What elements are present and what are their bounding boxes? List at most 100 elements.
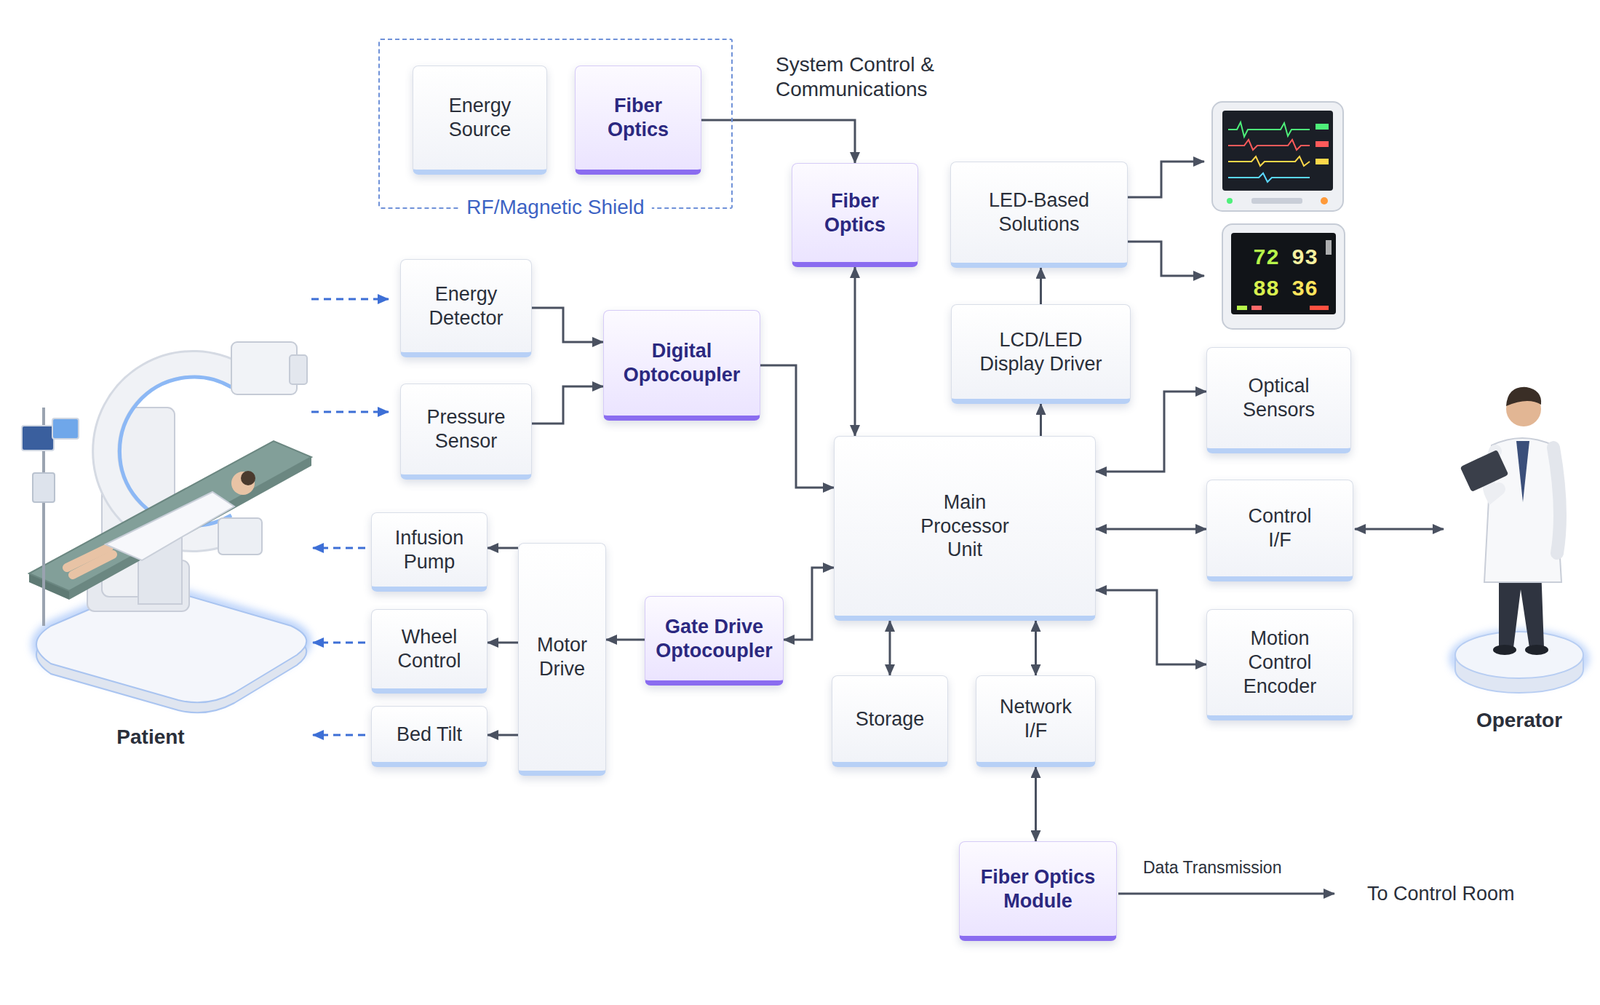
connector-arrow <box>487 641 519 644</box>
signal-arrow <box>311 411 389 414</box>
patient-monitor <box>1320 197 1328 205</box>
patient-monitor <box>1315 123 1329 130</box>
process-box: Gate Drive Optocoupler <box>644 595 784 686</box>
patient-monitor <box>1228 156 1310 166</box>
figure-label: Patient <box>116 725 185 749</box>
signal-arrow <box>311 161 1444 894</box>
c-arm-scene <box>240 470 256 486</box>
c-arm-scene <box>21 341 312 713</box>
box-label: Motor Drive <box>527 633 597 682</box>
c-arm-scene <box>69 456 312 600</box>
connector-arrow <box>531 386 604 424</box>
connector-arrow <box>1095 528 1207 531</box>
operator-figure <box>1493 644 1517 655</box>
box-label: Digital Optocoupler <box>617 339 747 388</box>
vital-reading: 72 <box>1252 245 1280 271</box>
patient-monitor <box>1212 101 1344 212</box>
operator-figure <box>1455 631 1584 679</box>
connector-arrow <box>1039 403 1042 436</box>
operator-figure <box>1553 447 1560 553</box>
process-box: Storage <box>831 675 949 767</box>
line-label: Data Transmission <box>1143 857 1282 878</box>
figure-label: Operator <box>1476 708 1563 732</box>
connector-arrow <box>487 734 519 737</box>
box-label: Infusion Pump <box>385 526 473 575</box>
signal-arrow <box>312 734 366 737</box>
patient-monitor <box>1212 101 1344 212</box>
connector-arrow <box>783 567 834 640</box>
box-label: Wheel Control <box>389 625 470 674</box>
vital-signs-display <box>1251 305 1262 310</box>
vital-signs-display <box>1222 224 1345 329</box>
destination-label: To Control Room <box>1367 882 1515 906</box>
connector-arrow <box>1034 620 1037 676</box>
process-box: Network I/F <box>975 675 1096 767</box>
patient-monitor <box>1228 173 1310 182</box>
signal-arrow <box>1118 892 1335 895</box>
connector-arrow <box>1095 590 1207 665</box>
operator-figure <box>1516 440 1530 503</box>
c-arm-scene <box>52 418 79 439</box>
box-label: Bed Tilt <box>396 722 463 747</box>
box-label: Fiber Optics Module <box>970 865 1106 914</box>
process-box: Energy Detector <box>400 259 532 358</box>
box-label: Optical Sensors <box>1220 373 1338 423</box>
c-arm-scene <box>231 341 297 395</box>
operator-figure <box>1460 449 1510 492</box>
c-arm-scene <box>105 491 235 561</box>
vital-signs-display <box>1309 305 1329 310</box>
patient-monitor <box>1222 110 1333 191</box>
process-box: Fiber Optics <box>574 65 702 175</box>
connector-arrow <box>606 638 645 642</box>
box-label: Control I/F <box>1239 504 1321 553</box>
patient-monitor <box>1251 197 1303 204</box>
patient-monitor <box>1226 197 1233 204</box>
box-label: Fiber Optics <box>804 189 906 238</box>
vital-reading: 36 <box>1291 277 1318 302</box>
signal-arrow <box>1127 241 1205 276</box>
vital-signs-display <box>1231 232 1336 315</box>
box-label: LED-Based Solutions <box>973 188 1105 237</box>
process-box: Infusion Pump <box>371 512 488 592</box>
connector-arrow <box>760 365 834 488</box>
signal-arrow <box>312 547 366 550</box>
vital-signs-display <box>1222 224 1345 329</box>
box-label: Main Processor Unit <box>910 490 1020 563</box>
patient-monitor <box>1315 141 1329 147</box>
patient-monitor <box>1228 139 1310 150</box>
box-label: Energy Source <box>425 93 535 142</box>
process-box: Energy Source <box>412 65 548 175</box>
patient-monitor <box>1228 122 1310 137</box>
process-box: Fiber Optics <box>791 162 919 268</box>
process-box: Digital Optocoupler <box>603 309 761 421</box>
box-label: Energy Detector <box>411 282 521 331</box>
signal-arrow <box>312 641 366 644</box>
vital-signs-display <box>1236 305 1248 310</box>
c-arm-scene <box>29 440 312 591</box>
signal-arrow <box>1354 528 1444 531</box>
operator-figure <box>1525 644 1549 655</box>
process-box: Fiber Optics Module <box>958 841 1117 941</box>
process-box: LCD/LED Display Driver <box>950 304 1131 404</box>
process-box: Pressure Sensor <box>400 383 532 480</box>
process-box: LED-Based Solutions <box>950 161 1128 268</box>
box-label: Storage <box>855 707 925 732</box>
process-box: Motor Drive <box>518 542 607 776</box>
box-label: Gate Drive Optocoupler <box>654 614 775 663</box>
connector-arrow <box>487 547 519 550</box>
connector-arrow <box>854 267 857 436</box>
process-box: Motion Control Encoder <box>1206 609 1354 721</box>
box-label: Motion Control Encoder <box>1232 626 1328 699</box>
process-box: Main Processor Unit <box>833 435 1096 621</box>
group-heading: RF/Magnetic Shield <box>459 194 652 220</box>
c-arm-scene <box>289 355 308 385</box>
process-box: Wheel Control <box>371 609 488 694</box>
c-arm-scene <box>72 554 113 575</box>
operator-figure <box>1506 387 1542 407</box>
signal-arrow <box>311 298 389 301</box>
process-box: Control I/F <box>1206 479 1354 582</box>
edge-label: System Control & Communications <box>775 52 971 102</box>
connector-arrow <box>1039 267 1042 305</box>
